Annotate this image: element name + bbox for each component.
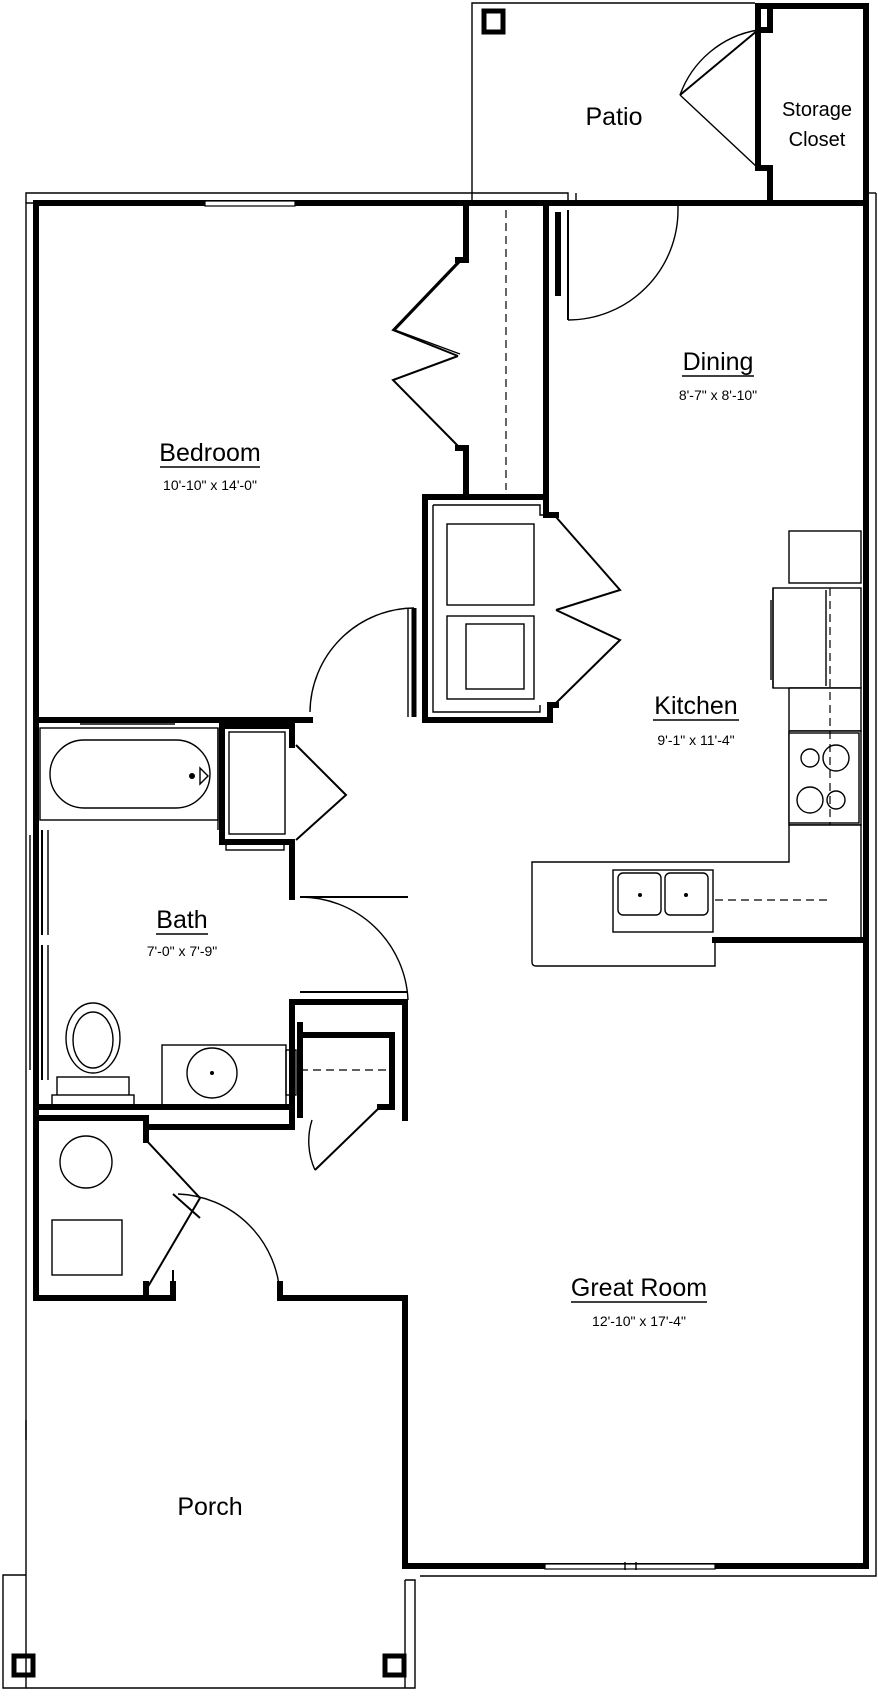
laundry-closet <box>309 494 622 723</box>
dining-dims: 8'-7" x 8'-10" <box>679 387 757 403</box>
great-room-dims: 12'-10" x 17'-4" <box>592 1313 686 1329</box>
furnace <box>51 1219 123 1276</box>
room-labels: Patio Storage Closet Dining 8'-7" x 8'-1… <box>147 99 852 1521</box>
storage-closet <box>679 3 869 206</box>
dining-label: Dining <box>683 348 754 376</box>
storage-label-2: Closet <box>789 129 846 151</box>
patio-post <box>481 8 506 35</box>
porch-post-left <box>11 1653 36 1678</box>
upper-cabinet <box>788 530 862 584</box>
sink <box>186 1047 238 1099</box>
linen-closet <box>219 723 348 900</box>
water-heater <box>59 1135 113 1189</box>
washer <box>446 523 535 606</box>
range <box>788 732 860 824</box>
storage-label-1: Storage <box>782 99 852 121</box>
porch <box>2 1420 416 1689</box>
porch-label: Porch <box>177 1493 242 1521</box>
kitchen-label: Kitchen <box>654 692 737 720</box>
linen-door[interactable] <box>295 744 348 841</box>
great-room-label: Great Room <box>571 1274 707 1302</box>
patio-label: Patio <box>586 103 643 131</box>
bedroom-dims: 10'-10" x 14'-0" <box>163 477 257 493</box>
refrigerator <box>772 587 862 689</box>
kitchen <box>531 530 869 967</box>
great-room-window <box>544 1563 716 1570</box>
bedroom-window <box>204 200 296 207</box>
windows <box>29 200 716 1570</box>
dryer <box>446 615 535 700</box>
toilet <box>65 1002 121 1074</box>
bath-fixtures <box>41 830 297 1108</box>
bath-door[interactable] <box>299 896 409 1001</box>
bedroom-bath-wall <box>33 717 313 725</box>
bath-label: Bath <box>156 906 207 934</box>
bedroom-closet <box>391 200 549 500</box>
porch-post-right <box>382 1653 407 1678</box>
bath-dims: 7'-0" x 7'-9" <box>147 943 218 959</box>
bathtub <box>39 727 223 830</box>
kitchen-dims: 9'-1" x 11'-4" <box>657 732 734 748</box>
patio-door[interactable] <box>555 203 679 321</box>
vanity <box>161 1044 287 1106</box>
patio-area <box>471 2 755 203</box>
kitchen-sink <box>612 869 714 933</box>
mechanical-closet <box>33 1115 281 1301</box>
storage-door[interactable] <box>679 29 759 96</box>
bedroom-label: Bedroom <box>159 439 260 467</box>
bath-bottom-wall <box>33 999 408 1171</box>
